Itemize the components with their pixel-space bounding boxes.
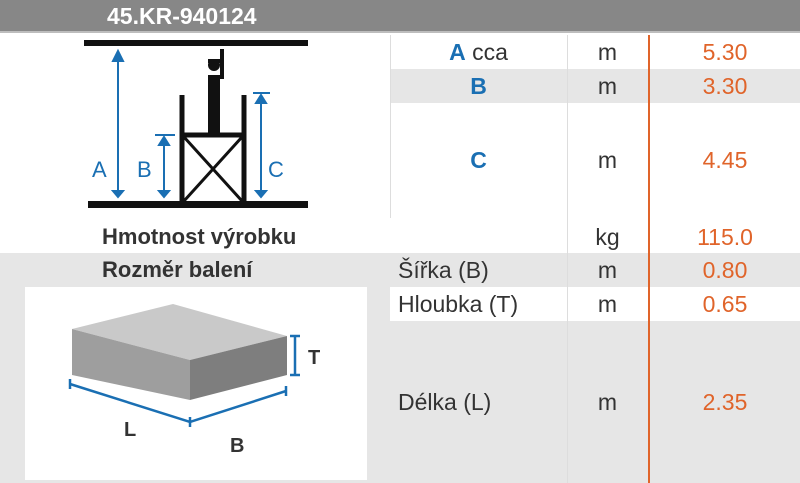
dim-label-b: B xyxy=(470,72,487,99)
value-b: 3.30 xyxy=(702,72,748,99)
divider xyxy=(390,35,391,218)
box-label-l: L xyxy=(124,419,136,441)
pack-label-depth: Hloubka (T) xyxy=(398,290,519,317)
pack-label-length: Délka (L) xyxy=(398,388,492,415)
header-bar: 45.KR-940124 xyxy=(0,0,800,33)
diagram-label-a: A xyxy=(92,157,107,182)
unit: m xyxy=(597,388,618,415)
weight-label: Hmotnost výrobku xyxy=(102,224,297,249)
row-bg-sirka xyxy=(0,253,800,287)
pack-value-depth: 0.65 xyxy=(702,290,748,317)
value-divider xyxy=(648,35,650,483)
dim-suffix: cca xyxy=(472,38,508,65)
diagram-label-c: C xyxy=(268,157,284,182)
pack-label-width: Šířka (B) xyxy=(398,256,489,283)
row-bg-delka xyxy=(390,321,800,483)
unit: m xyxy=(597,147,618,173)
row-bg-b xyxy=(390,69,800,103)
pack-value-width: 0.80 xyxy=(702,256,748,283)
unit: m xyxy=(597,256,618,283)
weight-value: 115.0 xyxy=(697,223,753,250)
box-label-t: T xyxy=(308,347,320,369)
box-diagram: T L B xyxy=(25,287,367,480)
box-label-b: B xyxy=(230,435,244,457)
dim-label-c: C xyxy=(470,147,487,173)
unit: kg xyxy=(595,223,620,250)
value-a: 5.30 xyxy=(702,38,748,65)
unit: m xyxy=(597,290,618,317)
unit: m xyxy=(597,38,618,65)
dim-letter: A xyxy=(449,38,466,65)
packaging-label: Rozměr balení xyxy=(102,257,253,282)
product-code: 45.KR-940124 xyxy=(107,3,257,29)
pack-value-length: 2.35 xyxy=(702,388,748,415)
dim-label-a: A cca xyxy=(390,35,567,69)
unit: m xyxy=(597,72,618,99)
diagram-label-b: B xyxy=(137,157,152,182)
worker-icon xyxy=(208,49,224,133)
value-c: 4.45 xyxy=(702,147,748,173)
divider xyxy=(567,35,568,483)
scaffold-diagram: A B C xyxy=(84,40,308,208)
